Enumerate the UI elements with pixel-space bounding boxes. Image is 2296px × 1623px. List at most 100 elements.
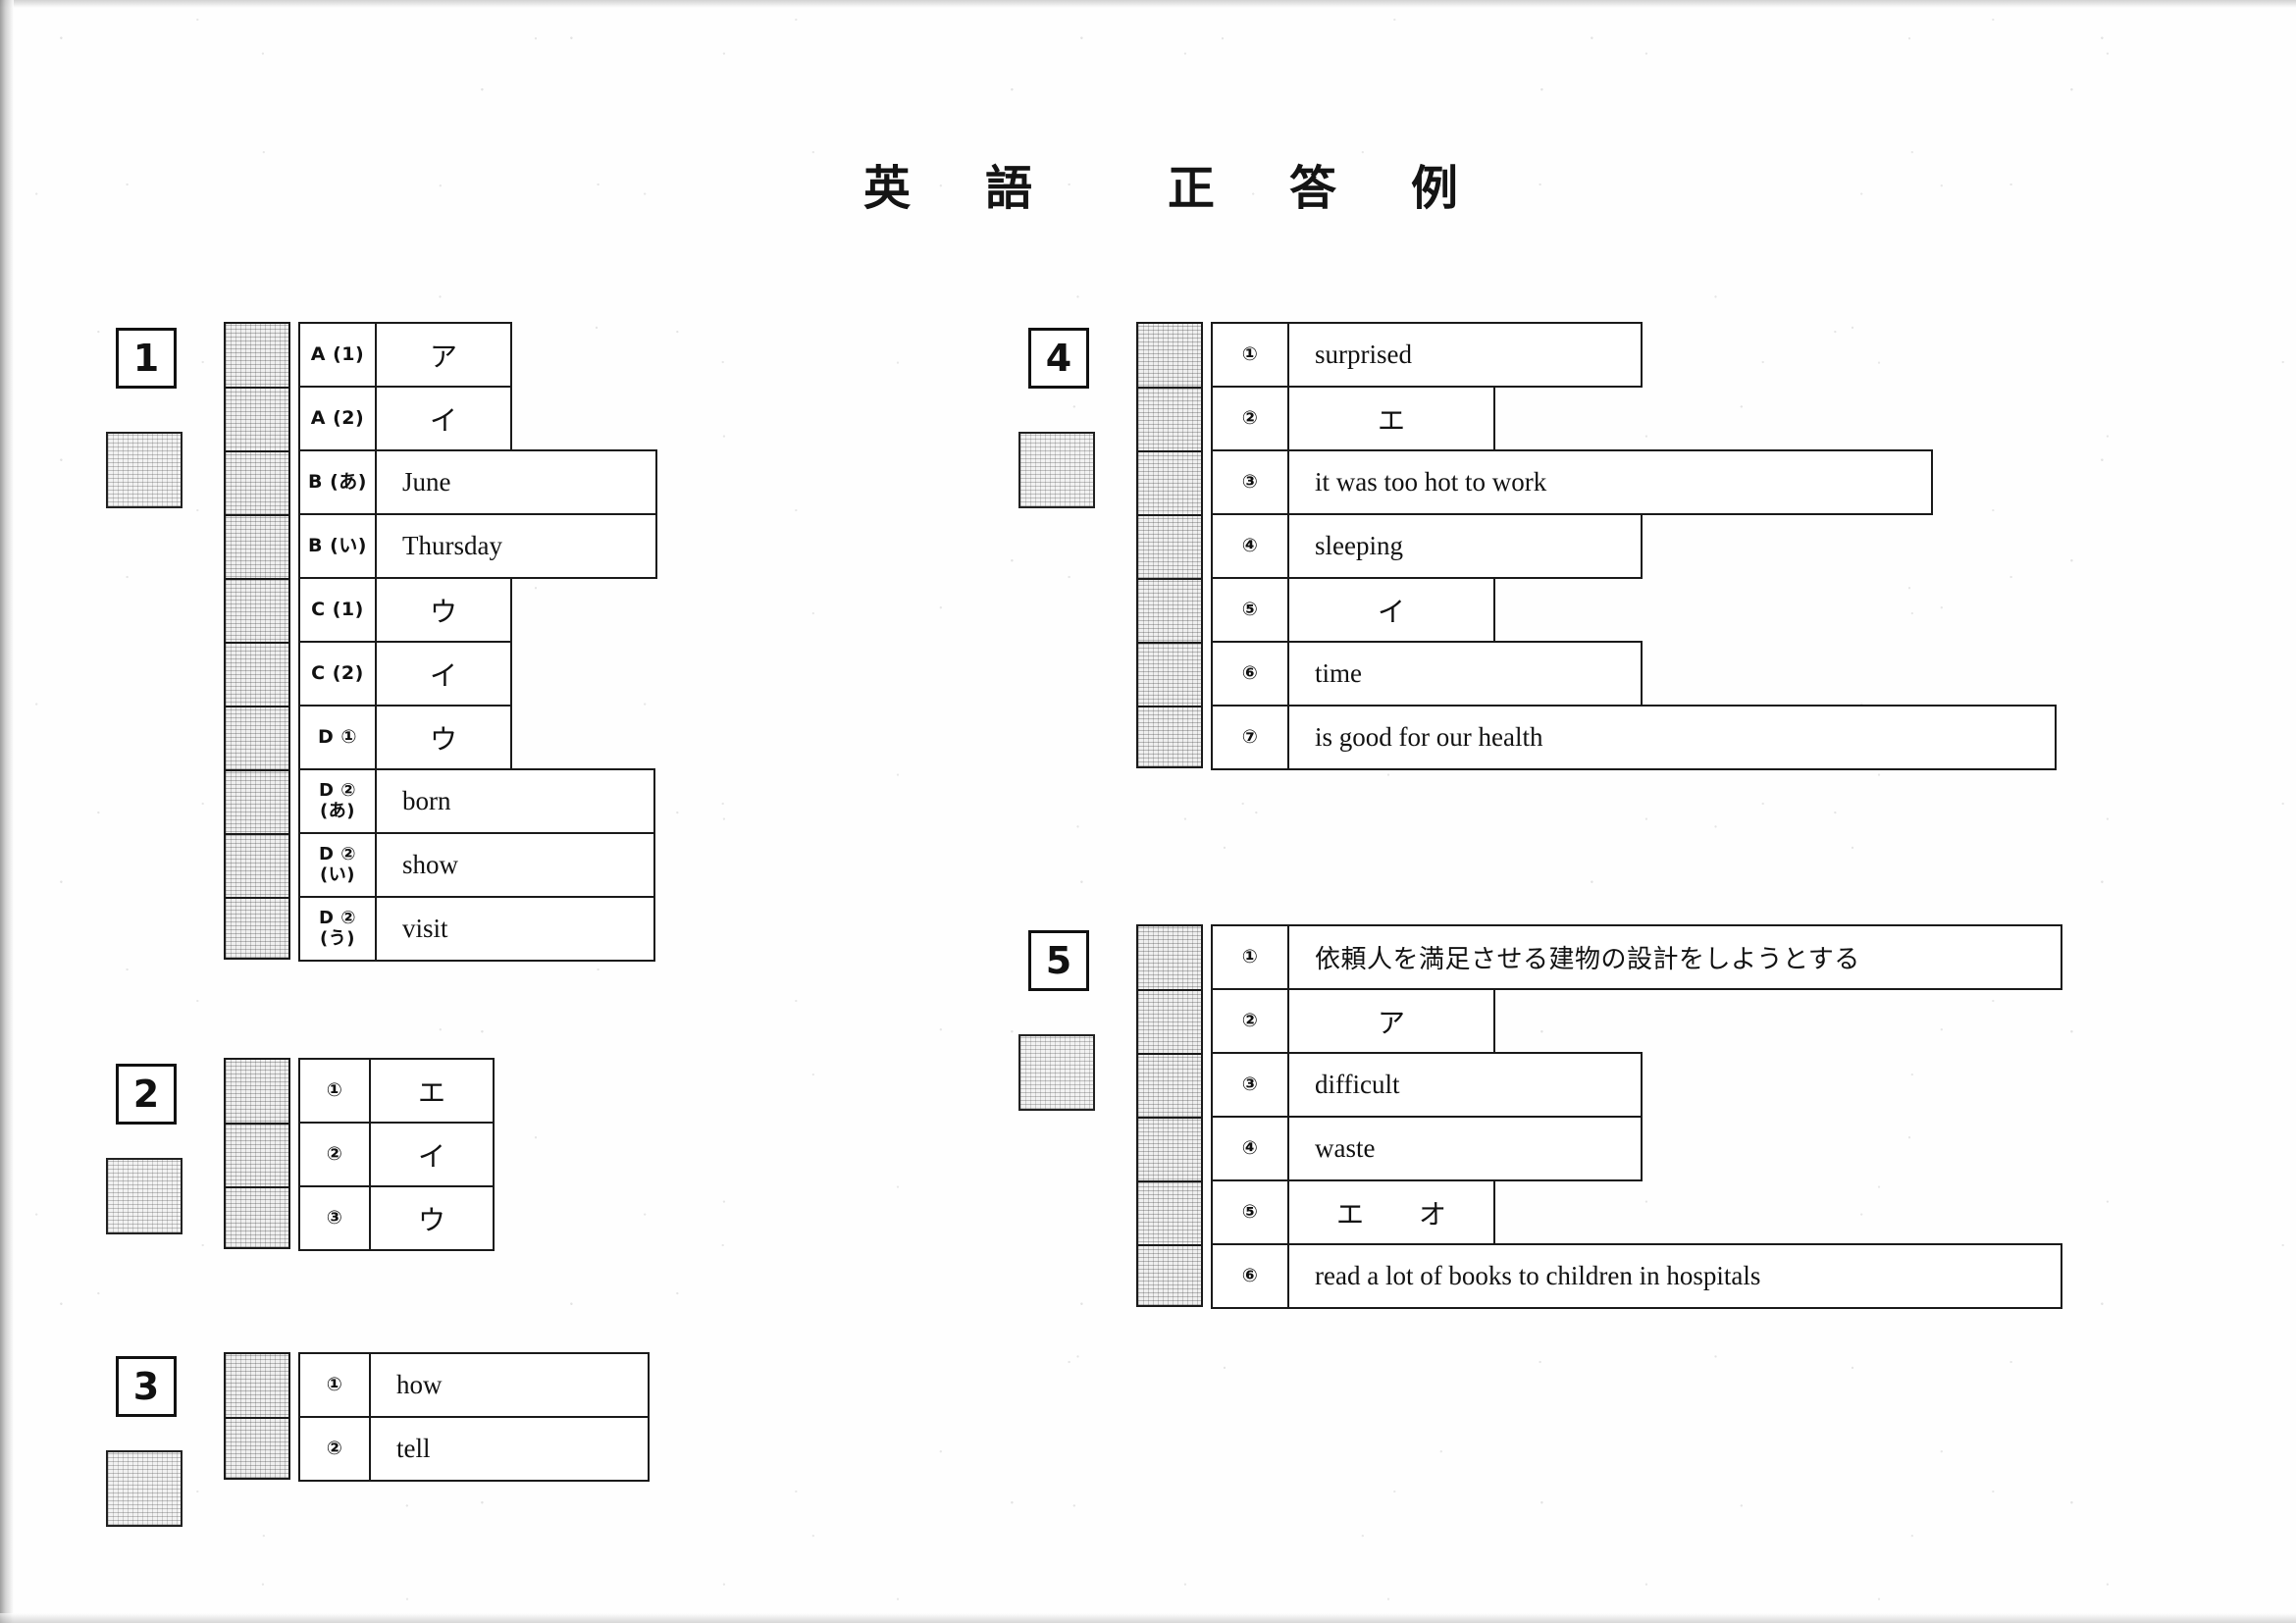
- answer-text: surprised: [1315, 340, 1412, 369]
- answer-row-label: ⑥: [1213, 1245, 1289, 1307]
- marking-strip-divider: [1136, 706, 1203, 707]
- answer-row-label-line1: D ②: [319, 908, 356, 929]
- marking-strip-divider: [1136, 578, 1203, 580]
- answer-row-label: ①: [300, 1354, 371, 1416]
- answer-row-label-line1: C (1): [311, 598, 364, 620]
- answer-row-label-line1: ①: [326, 1373, 343, 1395]
- answer-row-label-line1: B (い): [308, 534, 367, 556]
- answer-text: visit: [402, 914, 448, 943]
- section-number-box-1: 1: [116, 328, 177, 389]
- answer-text: 依頼人を満足させる建物の設計をしようとする: [1315, 945, 1860, 974]
- answer-text: エ オ: [1335, 1197, 1446, 1230]
- answer-row: C (2) イ: [298, 641, 512, 707]
- marking-strip-divider: [224, 578, 290, 580]
- marking-strip-3[interactable]: [224, 1352, 290, 1480]
- answer-row-label: ④: [1213, 1118, 1289, 1179]
- answer-text: エ: [417, 1075, 445, 1109]
- answer-row: A (2)イ: [298, 386, 512, 451]
- marking-strip-divider: [224, 833, 290, 835]
- answer-row: ⑦ is good for our health: [1211, 705, 2057, 770]
- answer-row: ③ it was too hot to work: [1211, 449, 1933, 515]
- answer-row: B (あ)June: [298, 449, 657, 515]
- answer-row-label-line1: ③: [326, 1206, 343, 1229]
- score-box-3[interactable]: [106, 1450, 183, 1527]
- answer-text: waste: [1315, 1133, 1376, 1163]
- marking-strip-divider: [224, 1123, 290, 1125]
- answer-row: D ②(い)show: [298, 832, 655, 898]
- marking-strip-divider: [1136, 1244, 1203, 1246]
- score-box-1[interactable]: [106, 432, 183, 508]
- answer-row-label-line1: ②: [326, 1437, 343, 1459]
- answer-row-label-line1: D ②: [319, 844, 356, 865]
- answer-row-label-line1: A (1): [310, 342, 365, 365]
- answer-row: D ②(あ)born: [298, 768, 655, 834]
- marking-strip-divider: [224, 450, 290, 452]
- answer-row-label: ⑥: [1213, 643, 1289, 705]
- answer-row-label-line1: ②: [1241, 1009, 1259, 1031]
- answer-row-label-line2: (い): [320, 864, 355, 885]
- answer-row-label: B (あ): [300, 451, 377, 513]
- answer-text: Thursday: [402, 531, 502, 560]
- marking-strip-4[interactable]: [1136, 322, 1203, 768]
- answer-row-label: D ②(あ): [300, 770, 377, 832]
- answer-row-label: A (1): [300, 324, 377, 386]
- answer-row-label-line1: ①: [326, 1078, 343, 1101]
- answer-text: イ: [429, 658, 457, 692]
- answer-row-label: ①: [300, 1060, 371, 1122]
- section-number-box-4: 4: [1028, 328, 1089, 389]
- section-number-box-3: 3: [116, 1356, 177, 1417]
- scan-edge-top: [0, 0, 2296, 8]
- score-box-2[interactable]: [106, 1158, 183, 1234]
- answer-row-label: C (2): [300, 643, 377, 705]
- answer-text: is good for our health: [1315, 722, 1543, 752]
- answer-row: D ②(う) visit: [298, 896, 655, 962]
- marking-strip-5[interactable]: [1136, 924, 1203, 1307]
- marking-strip-divider: [1136, 1053, 1203, 1055]
- scan-edge-bottom: [0, 1613, 2296, 1623]
- answer-row-label-line1: D ①: [318, 725, 357, 748]
- answer-row-label: D ②(い): [300, 834, 377, 896]
- answer-row-label: ⑤: [1213, 1181, 1289, 1243]
- marking-strip-divider: [224, 642, 290, 644]
- scan-edge-left: [0, 0, 14, 1623]
- answer-text: ウ: [429, 595, 457, 628]
- answer-row-label-line2: (あ): [320, 800, 355, 821]
- answer-row-label-line1: ⑥: [1241, 1264, 1259, 1286]
- marking-strip-1[interactable]: [224, 322, 290, 960]
- answer-text: how: [396, 1370, 443, 1399]
- answer-row-label-line1: ②: [1241, 406, 1259, 429]
- answer-row-label: ②: [300, 1124, 371, 1185]
- marking-strip-divider: [1136, 387, 1203, 389]
- answer-row-label-line1: ④: [1241, 534, 1259, 556]
- answer-row-label-line1: ③: [1241, 470, 1259, 493]
- answer-row-label-line1: ⑤: [1241, 598, 1259, 620]
- answer-text: ウ: [417, 1203, 445, 1236]
- answer-row-label-line2: (う): [320, 927, 355, 949]
- score-box-4[interactable]: [1018, 432, 1095, 508]
- marking-strip-divider: [1136, 514, 1203, 516]
- answer-text: it was too hot to work: [1315, 467, 1547, 497]
- answer-row-label-line1: ⑦: [1241, 725, 1259, 748]
- answer-text: ア: [1377, 1006, 1405, 1039]
- answer-row-label: C (1): [300, 579, 377, 641]
- answer-row-label: ④: [1213, 515, 1289, 577]
- answer-row-label: A (2): [300, 388, 377, 449]
- answer-row-label-line1: C (2): [311, 661, 364, 684]
- marking-strip-divider: [1136, 642, 1203, 644]
- marking-strip-2[interactable]: [224, 1058, 290, 1249]
- answer-row: ⑤ エ オ: [1211, 1179, 1495, 1245]
- section-number-box-2: 2: [116, 1064, 177, 1125]
- answer-row-label: ②: [1213, 388, 1289, 449]
- marking-strip-divider: [224, 897, 290, 899]
- answer-row-label-line1: B (あ): [308, 470, 367, 493]
- score-box-5[interactable]: [1018, 1034, 1095, 1111]
